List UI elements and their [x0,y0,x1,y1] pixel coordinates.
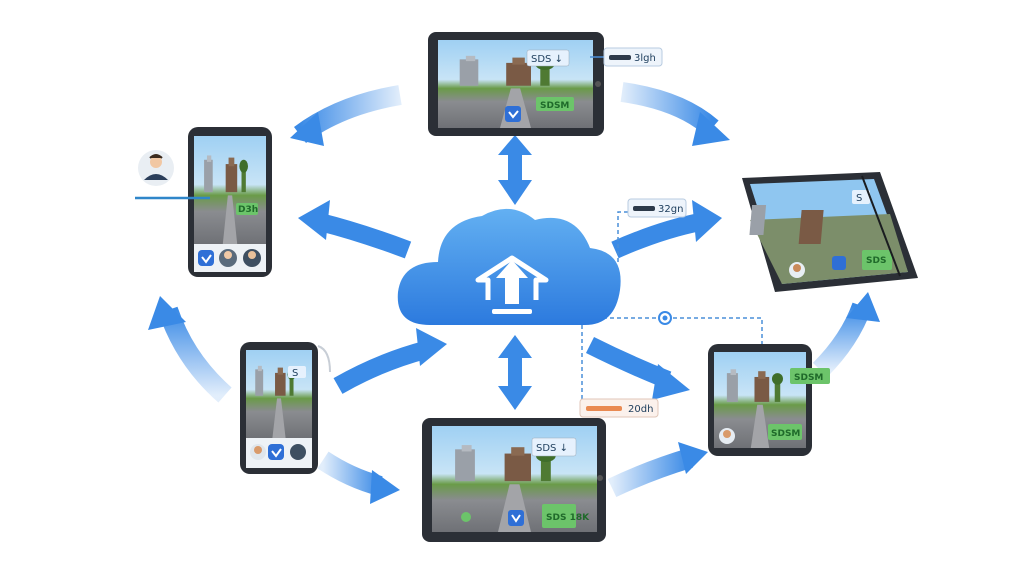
svg-text:SDS ↓: SDS ↓ [536,443,568,454]
upload-arrow-icon [505,272,519,304]
tag-top: 3lgh [590,47,663,67]
arrow-left-up-head [148,296,186,330]
user-avatar[interactable] [138,150,174,186]
arrow-cloud-to-br-head [652,364,690,400]
arrow-right-up-head [846,292,880,322]
arrow-left-to-cloud-head [416,328,447,366]
screen-badge [862,250,892,270]
arrow-down-head-top [498,180,532,205]
screen-badge [852,190,870,204]
user-avatar-icon [290,444,306,460]
arrow-up-head-bottom [498,335,532,358]
cloud-upload-icon [397,208,621,325]
arrow-bottom-right [607,448,693,498]
arrow-bottom-left-head [370,470,400,504]
screen-badge [288,366,306,378]
screen-badge [542,504,576,528]
arrow-top-right-head [692,112,730,146]
svg-text:SDS: SDS [866,256,886,266]
svg-text:SDSM: SDSM [771,429,800,439]
tablet-top[interactable]: SDS ↓ SDSM [428,32,604,136]
checkmark-icon [832,256,846,270]
svg-text:SDSM: SDSM [540,101,569,111]
outer-cycle-arrows [148,82,880,504]
arrow-up-head-top [498,135,532,155]
arrow-cloud-to-left-head [298,200,330,240]
screen-badge [790,368,830,384]
svg-text:32gn: 32gn [658,204,683,215]
screen-badge [236,203,258,215]
cloud-sync-arrows [298,135,722,410]
dashed-connectors [581,211,763,400]
svg-text:S: S [292,368,298,379]
svg-text:D3h: D3h [238,205,258,215]
screen-badge [526,49,570,67]
tag-bottom-right: 20dh [579,398,659,418]
svg-text:3lgh: 3lgh [634,53,656,64]
chevron-down-icon [508,510,524,526]
screen-badge [536,97,574,111]
phone-left[interactable]: D3h [188,127,272,277]
checkmark-icon [198,250,214,266]
foldable-right[interactable]: S SDS [742,172,918,292]
svg-text:SDS ↓: SDS ↓ [531,54,563,65]
svg-text:SDS 18K: SDS 18K [546,513,590,523]
svg-text:SDSM: SDSM [794,373,823,383]
arrow-top-left-head [290,112,324,146]
phone-bottom-left[interactable]: S [240,342,331,474]
checkmark-icon [505,106,521,122]
checkmark-icon [268,444,284,460]
screen-badge [531,437,577,457]
screen-badge [768,424,802,440]
tablet-bottom[interactable]: SDS ↓ SDS 18K [422,418,606,542]
svg-text:S: S [856,193,862,204]
phone-bottom-right[interactable]: SDSM SDSM [708,344,830,456]
tag-mid-right: 32gn [627,198,687,218]
arrow-bottom-right-head [678,442,708,474]
svg-text:20dh: 20dh [628,404,653,415]
arrow-down-head-bottom [498,386,532,410]
arrow-cloud-to-right-head [692,200,722,242]
